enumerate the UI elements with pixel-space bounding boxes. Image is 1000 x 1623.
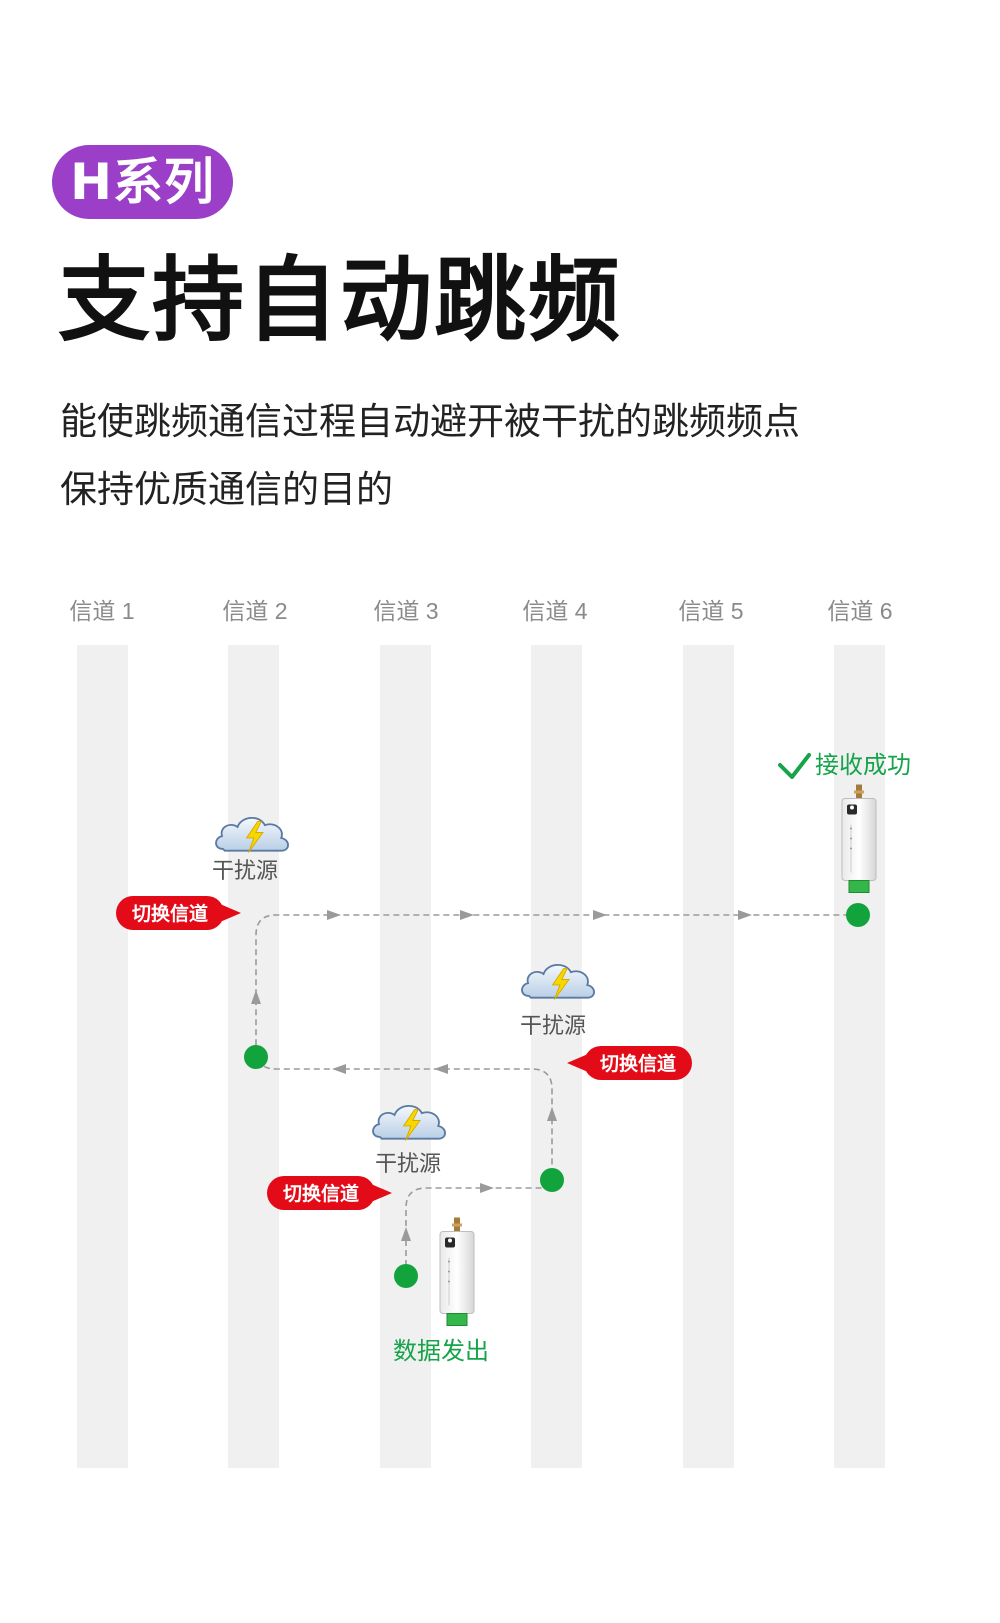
- arrow-right-icon: [327, 910, 341, 920]
- channel-lanes: [77, 645, 885, 1468]
- arrow-left-icon: [434, 1064, 448, 1074]
- arrow-up-icon: [401, 1227, 411, 1241]
- sender-device-icon: [439, 1216, 475, 1327]
- switch-channel-label: 切换信道: [283, 1182, 359, 1205]
- arrow-right-icon: [738, 910, 752, 920]
- channel-label-1: 信道 1: [69, 598, 134, 624]
- switch-channel-label: 切换信道: [600, 1052, 676, 1075]
- channel-label-6: 信道 6: [827, 598, 892, 624]
- channel-lane-4: [531, 645, 582, 1468]
- channel-lane-1: [77, 645, 128, 1468]
- interference-label: 干扰源: [520, 1013, 586, 1038]
- channel-lane-3: [380, 645, 431, 1468]
- hop-node: [244, 1045, 268, 1069]
- channel-label-3: 信道 3: [373, 598, 438, 624]
- arrow-left-icon: [332, 1064, 346, 1074]
- receive-status: 接收成功: [778, 752, 911, 779]
- receiver-device-icon: [841, 783, 877, 894]
- hop-node-start: [394, 1264, 418, 1288]
- channel-label-5: 信道 5: [678, 598, 743, 624]
- interference-source-1: 干扰源: [212, 816, 289, 883]
- path-arrows: [251, 910, 752, 1241]
- interference-source-2: 干扰源: [520, 963, 595, 1038]
- switch-channel-label: 切换信道: [132, 902, 208, 925]
- interference-label: 干扰源: [375, 1151, 441, 1176]
- subtitle-line-1: 能使跳频通信过程自动避开被干扰的跳频频点: [60, 400, 800, 443]
- interference-label: 干扰源: [212, 858, 278, 883]
- checkmark-icon: [778, 753, 811, 779]
- arrow-right-icon: [460, 910, 474, 920]
- switch-channel-tag-3: 切换信道: [267, 1176, 392, 1210]
- series-badge: H系列: [52, 145, 233, 219]
- arrow-right-icon: [480, 1183, 494, 1193]
- arrow-up-icon: [547, 1107, 557, 1121]
- page-title: 支持自动跳频: [58, 247, 623, 354]
- subtitle-line-2: 保持优质通信的目的: [60, 468, 393, 511]
- channel-lane-6: [834, 645, 885, 1468]
- channel-label-2: 信道 2: [222, 598, 287, 624]
- hop-node-end: [846, 903, 870, 927]
- arrow-right-icon: [593, 910, 607, 920]
- channel-label-4: 信道 4: [522, 598, 587, 624]
- arrow-up-icon: [251, 990, 261, 1004]
- switch-channel-tag-1: 切换信道: [116, 896, 241, 930]
- hopping-path: [255, 914, 858, 1276]
- switch-channel-tag-2: 切换信道: [567, 1046, 692, 1080]
- data-sent-label: 数据发出: [393, 1338, 489, 1365]
- receive-success-label: 接收成功: [815, 752, 911, 779]
- channel-lane-5: [683, 645, 734, 1468]
- page-subtitle: 能使跳频通信过程自动避开被干扰的跳频频点 保持优质通信的目的: [60, 388, 800, 524]
- interference-source-3: 干扰源: [372, 1104, 446, 1176]
- hop-node: [540, 1168, 564, 1192]
